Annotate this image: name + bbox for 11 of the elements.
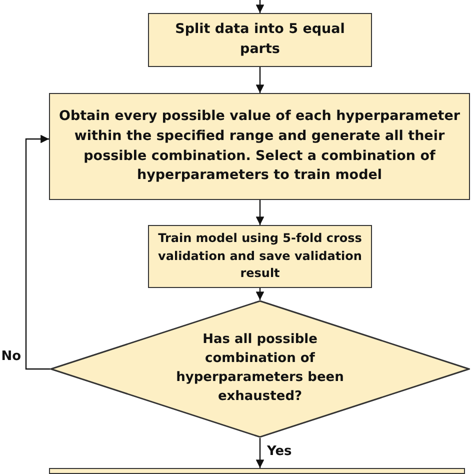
arrow — [256, 288, 264, 300]
process-box: Obtain every possible value of each hyperparameter within the specified range and generate all their possible combination. Select a combination of hyperparameters to train model — [49, 93, 470, 200]
decision-diamond: Has all possible combination of hyperparameters been exhausted? — [50, 300, 470, 438]
arrow — [25, 134, 50, 370]
process-box: Train model using 5-fold cross validation and save validation result — [148, 225, 372, 288]
arrow — [256, 0, 264, 13]
arrow — [256, 200, 264, 225]
arrow — [256, 438, 264, 468]
process-box: Split data into 5 equal parts — [148, 13, 372, 67]
empty-box — [49, 468, 465, 474]
arrow — [256, 67, 264, 93]
